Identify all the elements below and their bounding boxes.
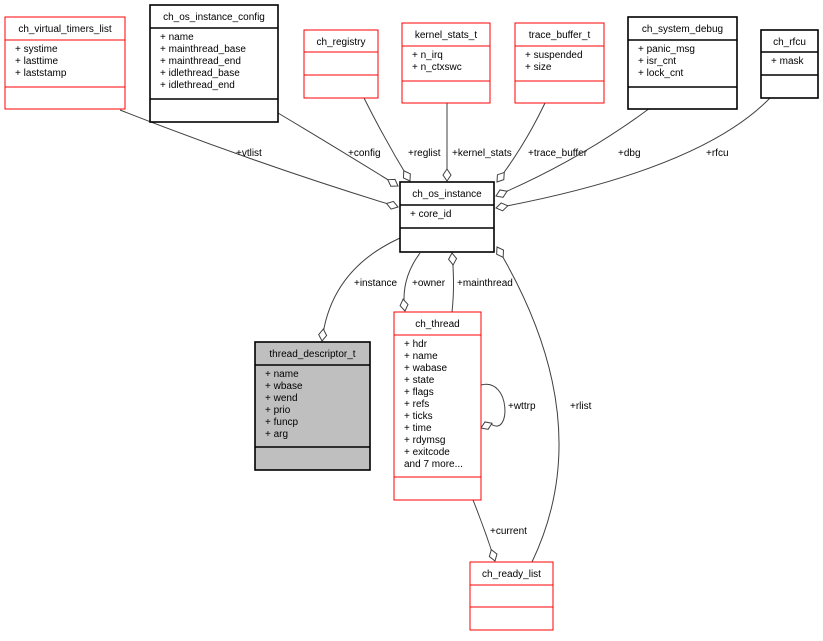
edge-label: +rlist [570,401,592,412]
class-member: + lock_cnt [638,68,684,79]
class-member: + hdr [404,339,428,350]
class-member: + mask [771,56,805,67]
edges-layer: +vtlist +config +reglist +kernel_stats +trac… [119,97,771,563]
aggregation-diamond-icon [402,169,411,182]
class-box-ch-thread[interactable]: ch_thread + hdr+ name+ wabase+ state+ fla… [393,311,482,501]
class-member: + size [525,62,552,73]
class-box-ch-ready-list[interactable]: ch_ready_list [469,561,554,631]
class-title: ch_virtual_timers_list [18,24,112,35]
edge-owner: +owner [399,252,446,312]
class-member: + name [265,369,299,380]
class-title: kernel_stats_t [415,30,477,41]
edge-label: +owner [412,278,446,289]
class-member: + funcp [265,417,299,428]
aggregation-diamond-icon [447,252,458,266]
class-member: + suspended [525,50,583,61]
edge-kernel_stats: +kernel_stats [442,103,512,182]
edge-label: +instance [354,278,398,289]
aggregation-diamond-icon [496,246,505,259]
class-member: + core_id [410,209,451,220]
class-box-kernel-stats-t[interactable]: kernel_stats_t + n_irq+ n_ctxswc [401,22,491,104]
class-box-ch-os-instance-config[interactable]: ch_os_instance_config+ name+ mainthread_… [149,4,279,123]
class-member: + ticks [404,411,433,422]
class-member: + n_irq [412,50,443,61]
class-title: ch_system_debug [642,24,723,35]
class-box-ch-os-instance[interactable]: ch_os_instance + core_id [399,181,495,253]
class-box-ch-rfcu[interactable]: ch_rfcu + mask [760,29,819,99]
aggregation-diamond-icon [496,171,505,183]
class-member: + wend [265,393,298,404]
edge-label: +rfcu [706,148,729,159]
class-title: ch_ready_list [482,569,541,580]
aggregation-diamond-icon [442,168,452,182]
class-member: + wbase [265,381,303,392]
aggregation-diamond-icon [399,298,409,312]
edge-vtlist: +vtlist [119,109,399,210]
class-member: + prio [265,405,291,416]
class-member: + mainthread_base [160,44,246,55]
edge-label: +reglist [408,148,441,159]
edge-label: +mainthread [457,278,513,289]
aggregation-diamond-icon [480,421,493,430]
aggregation-diamond-icon [385,200,399,210]
classes-layer: ch_virtual_timers_list + systime+ lasttim… [4,4,819,631]
class-member: + systime [15,44,58,55]
aggregation-diamond-icon [495,189,508,198]
class-title: ch_os_instance_config [163,12,265,23]
class-member: + rdymsg [404,435,445,446]
edge-reglist: +reglist [363,97,441,182]
edge-label: +dbg [618,148,641,159]
edge-label: +wttrp [508,401,536,412]
class-member: + refs [404,399,429,410]
class-member: + exitcode [404,447,450,458]
class-member: + panic_msg [638,44,695,55]
class-member: + wabase [404,363,448,374]
edge-label: +config [348,148,381,159]
edge-trace_buffer: +trace_buffer [496,102,588,183]
class-title: ch_os_instance [412,189,482,200]
edge-instance: +instance [318,237,401,342]
class-member: + idlethread_end [160,80,235,91]
class-box-trace-buffer-t[interactable]: trace_buffer_t + suspended+ size [514,22,605,104]
edge-label: +kernel_stats [452,148,512,159]
class-title: ch_registry [317,37,366,48]
class-title: ch_rfcu [773,37,806,48]
edge-mainthread: +mainthread [447,252,513,313]
edge-label: +vtlist [236,148,262,159]
class-title: thread_descriptor_t [269,349,355,360]
class-member: + flags [404,387,434,398]
edge-rlist: +rlist [496,246,592,563]
class-title: ch_thread [415,319,459,330]
edge-current: +current [472,499,527,562]
class-box-ch-system-debug[interactable]: ch_system_debug + panic_msg+ isr_cnt+ loc… [627,16,738,110]
edge-label: +trace_buffer [528,148,588,159]
class-box-thread-descriptor-t[interactable]: thread_descriptor_t+ name+ wbase+ wend+ … [254,341,371,471]
edge-wttrp: +wttrp [480,383,536,430]
class-member: + mainthread_end [160,56,241,67]
class-box-ch-virtual-timers-list[interactable]: ch_virtual_timers_list + systime+ lasttim… [4,16,126,110]
aggregation-diamond-icon [387,178,399,187]
class-member: + lasttime [15,56,59,67]
class-member: + name [160,32,194,43]
class-title: trace_buffer_t [529,30,591,41]
class-member: + idlethread_base [160,68,240,79]
edge-label: +current [490,526,527,537]
class-member: and 7 more... [404,459,463,470]
aggregation-diamond-icon [488,548,498,562]
aggregation-diamond-icon [495,202,509,212]
aggregation-diamond-icon [318,328,328,342]
edge-rfcu: +rfcu [495,97,771,212]
class-member: + name [404,351,438,362]
class-member: + n_ctxswc [412,62,462,73]
class-member: + laststamp [15,68,67,79]
class-member: + isr_cnt [638,56,676,67]
edge-dbg: +dbg [495,107,651,198]
class-member: + state [404,375,435,386]
class-box-ch-registry[interactable]: ch_registry [303,29,379,99]
class-member: + arg [265,429,288,440]
edge-config: +config [277,112,399,187]
class-member: + time [404,423,432,434]
